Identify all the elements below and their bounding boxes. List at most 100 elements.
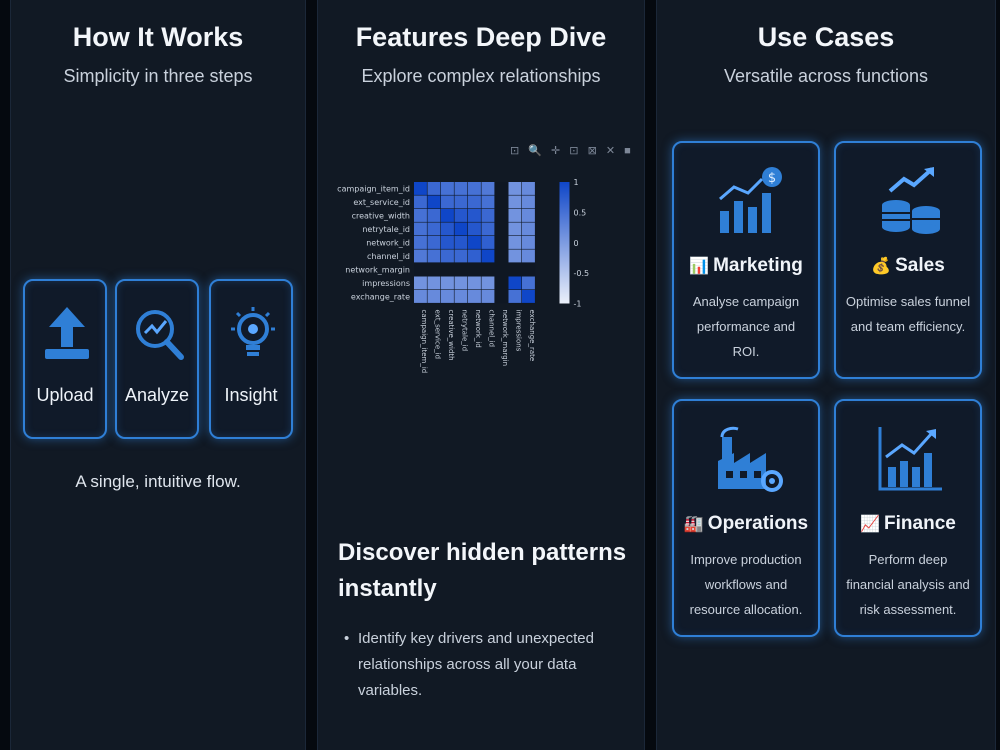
heatmap-col-label: exchange_rate bbox=[528, 310, 536, 362]
features-title: Features Deep Dive bbox=[355, 22, 607, 52]
heatmap-colorbar bbox=[559, 182, 570, 304]
heatmap-cell bbox=[414, 222, 427, 236]
heatmap-cell bbox=[522, 222, 535, 236]
discover-heading: Discover hidden patterns instantly bbox=[338, 539, 627, 602]
heatmap-cell bbox=[481, 249, 495, 263]
svg-text:$: $ bbox=[768, 171, 776, 186]
heatmap-cell bbox=[441, 236, 454, 249]
card-sales-title: 💰Sales bbox=[836, 255, 980, 277]
finance-chart-icon bbox=[878, 427, 942, 491]
heatmap-col-label: ext_service_id bbox=[434, 310, 442, 360]
heatmap-cell bbox=[522, 195, 535, 209]
heatmap-row-label: creative_width bbox=[352, 211, 410, 220]
heatmap-cell bbox=[508, 249, 522, 263]
heatmap-cell bbox=[481, 222, 495, 236]
step-insight-label: Insight bbox=[224, 385, 278, 405]
heatmap-cell bbox=[508, 209, 522, 222]
heatmap-cell bbox=[441, 276, 454, 290]
heatmap-cell bbox=[414, 249, 427, 263]
bar-chart-dollar-icon: $ bbox=[719, 167, 782, 233]
colorbar-tick-label: -0.5 bbox=[574, 269, 590, 278]
heatmap-cell bbox=[468, 249, 481, 263]
heatmap-row-label: channel_id bbox=[367, 252, 410, 261]
heatmap-cell bbox=[468, 236, 481, 249]
heatmap-cell bbox=[427, 222, 441, 236]
heatmap-cell bbox=[427, 236, 441, 249]
analyze-magnifier-icon bbox=[136, 310, 184, 360]
heatmap-cell bbox=[427, 182, 441, 195]
card-sales-title-text: Sales bbox=[895, 255, 945, 276]
colorbar-tick-label: -1 bbox=[574, 300, 582, 309]
chart-toolbar[interactable]: ⊡ 🔍 ✛ ⊡ ⊠ ✕ ■ bbox=[510, 145, 634, 157]
heatmap-cell bbox=[427, 209, 441, 222]
heatmap-col-label: creative_width bbox=[447, 310, 455, 361]
how-it-works-title: How It Works bbox=[72, 22, 244, 52]
heatmap-cell bbox=[414, 182, 427, 195]
step-analyze-label: Analyze bbox=[124, 385, 190, 405]
heatmap-col-label: network_margin bbox=[501, 310, 509, 367]
step-analyze[interactable]: Analyze bbox=[115, 279, 199, 439]
feature-bullet-text: Identify key drivers and unexpected rela… bbox=[358, 630, 594, 699]
heatmap-cell bbox=[522, 236, 535, 249]
heatmap-row-label: netrytale_id bbox=[362, 225, 410, 234]
heatmap-cell bbox=[508, 290, 522, 303]
heatmap-cell bbox=[441, 182, 454, 195]
heatmap-cell bbox=[414, 236, 427, 249]
heatmap-cell bbox=[454, 222, 468, 236]
chart-emoji-icon: 📊 bbox=[689, 258, 710, 275]
card-marketing-desc: Analyse campaign performance and ROI. bbox=[692, 294, 800, 359]
heatmap-cell bbox=[427, 290, 441, 303]
features-panel: Features Deep Dive Explore complex relat… bbox=[317, 0, 645, 750]
card-operations-desc: Improve production workflows and resourc… bbox=[689, 552, 803, 617]
use-cases-subtitle: Versatile across functions bbox=[723, 66, 929, 86]
heatmap-cell bbox=[481, 195, 495, 209]
heatmap-col-label: netrytale_id bbox=[461, 310, 469, 352]
heatmap-cell bbox=[468, 290, 481, 303]
heatmap-col-label: channel_id bbox=[488, 310, 496, 348]
heatmap-cell bbox=[468, 209, 481, 222]
heatmap-cell bbox=[468, 276, 481, 290]
colorbar-tick-label: 1 bbox=[574, 178, 579, 187]
heatmap-cell bbox=[454, 249, 468, 263]
features-subtitle: Explore complex relationships bbox=[361, 66, 601, 86]
card-finance-title: 📈Finance bbox=[836, 513, 980, 535]
heatmap-cell bbox=[468, 195, 481, 209]
colorbar-tick-label: 0 bbox=[574, 239, 579, 248]
heatmap-cell bbox=[508, 182, 522, 195]
card-finance-desc: Perform deep financial analysis and risk… bbox=[846, 552, 970, 617]
heatmap-col-label: impressions bbox=[515, 310, 523, 352]
heatmap-row-label: exchange_rate bbox=[351, 292, 410, 301]
heatmap-cell bbox=[414, 290, 427, 303]
step-upload[interactable]: Upload bbox=[23, 279, 107, 439]
heatmap-cell bbox=[427, 276, 441, 290]
card-marketing-title: 📊Marketing bbox=[674, 255, 818, 277]
colorbar-tick-label: 0.5 bbox=[574, 208, 587, 217]
step-upload-label: Upload bbox=[36, 385, 94, 405]
flow-caption: A single, intuitive flow. bbox=[75, 472, 241, 491]
how-it-works-subtitle: Simplicity in three steps bbox=[63, 66, 253, 86]
card-finance-title-text: Finance bbox=[884, 513, 956, 534]
factory-emoji-icon: 🏭 bbox=[683, 516, 704, 533]
card-sales[interactable]: 💰Sales Optimise sales funnel and team ef… bbox=[834, 141, 982, 379]
card-operations-title-text: Operations bbox=[707, 513, 809, 534]
heatmap-cell bbox=[522, 290, 535, 303]
card-operations[interactable]: 🏭Operations Improve production workflows… bbox=[672, 399, 820, 637]
heatmap-cell bbox=[508, 195, 522, 209]
heatmap-cell bbox=[522, 182, 535, 195]
card-finance[interactable]: 📈Finance Perform deep financial analysis… bbox=[834, 399, 982, 637]
heatmap-cell bbox=[468, 222, 481, 236]
step-insight[interactable]: Insight bbox=[209, 279, 293, 439]
heatmap-row-label: campaign_item_id bbox=[337, 184, 410, 193]
heatmap-cell bbox=[427, 195, 441, 209]
heatmap-cell bbox=[481, 209, 495, 222]
heatmap-cell bbox=[481, 290, 495, 303]
money-bag-emoji-icon: 💰 bbox=[871, 258, 892, 275]
bullet-dot: • bbox=[344, 630, 350, 647]
card-marketing[interactable]: $ 📊Marketing Analyse campaign performanc… bbox=[672, 141, 820, 379]
heatmap-cell bbox=[522, 276, 535, 290]
heatmap-cell bbox=[454, 195, 468, 209]
heatmap-cell bbox=[481, 276, 495, 290]
heatmap-cell bbox=[481, 236, 495, 249]
correlation-heatmap: campaign_item_idcampaign_item_idext_serv… bbox=[337, 178, 590, 373]
heatmap-cell bbox=[454, 182, 468, 195]
